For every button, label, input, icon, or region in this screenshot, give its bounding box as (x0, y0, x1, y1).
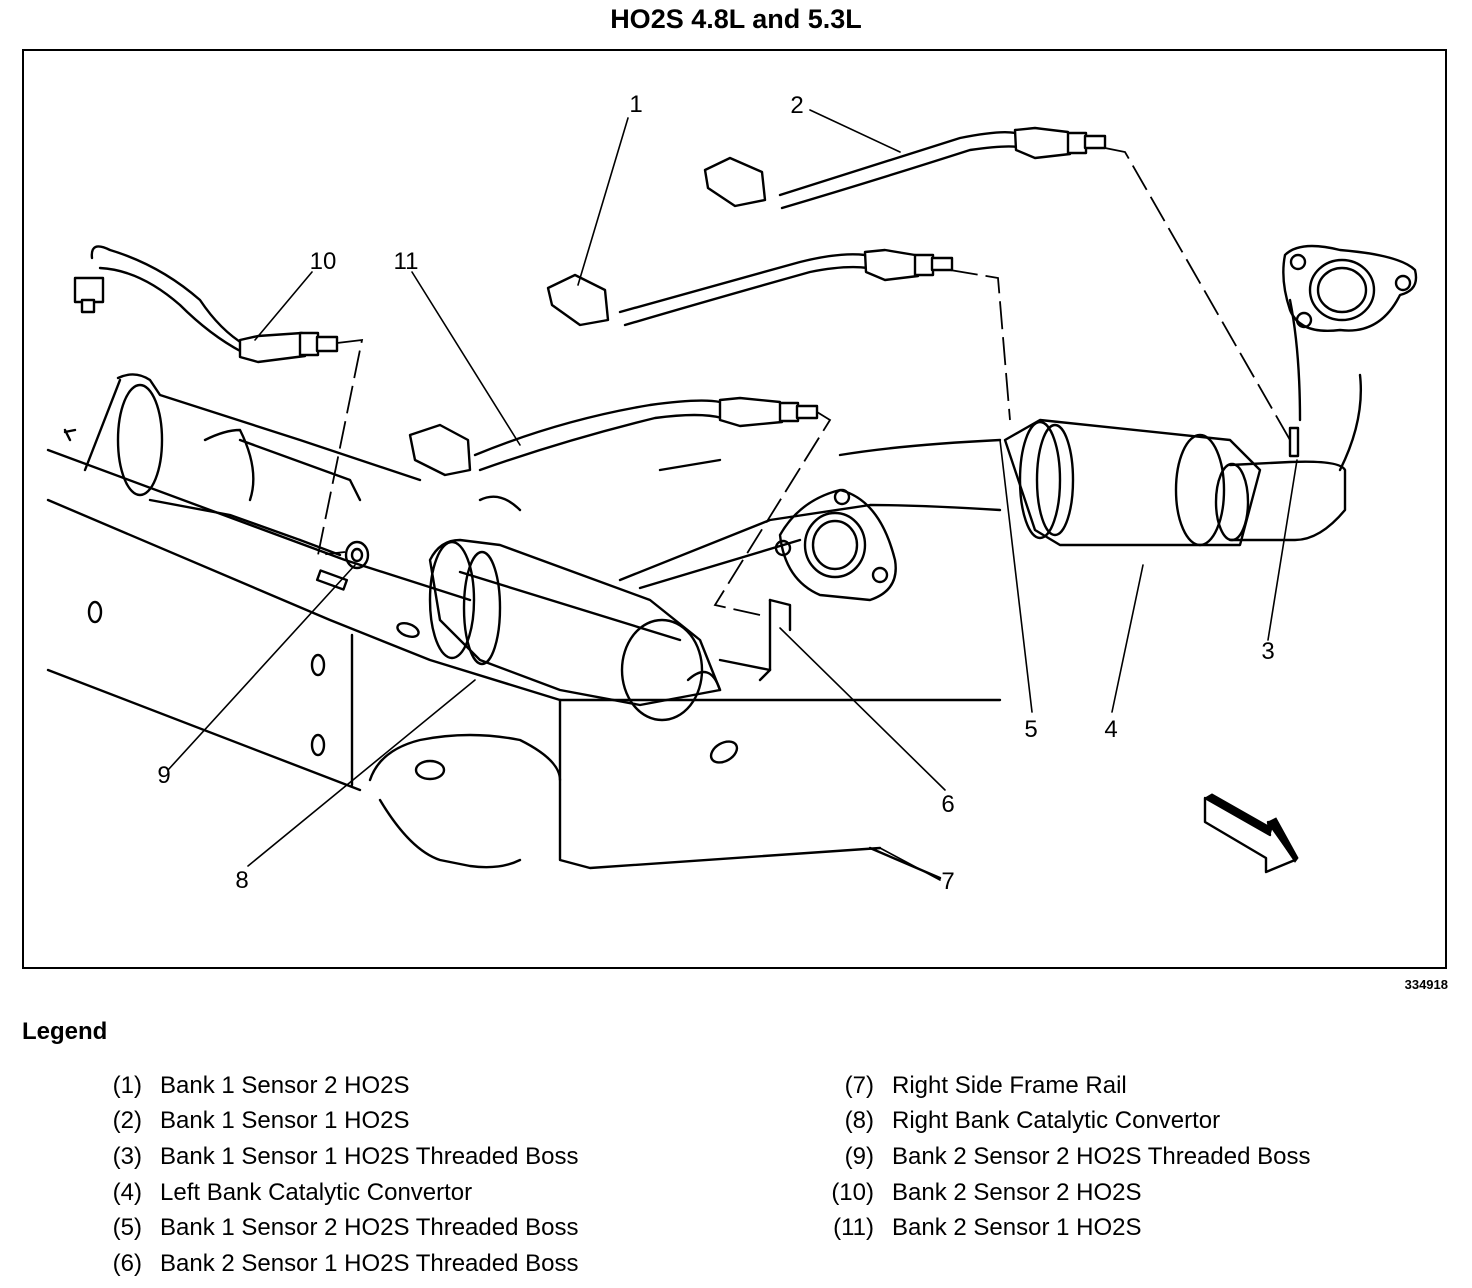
legend-item: (5) Bank 1 Sensor 2 HO2S Threaded Boss (86, 1210, 579, 1246)
bank2-sensor2-threaded-boss (344, 540, 370, 570)
legend-title: Legend (22, 1018, 108, 1045)
arrow-forward-icon (1203, 793, 1299, 874)
legend-item: (9) Bank 2 Sensor 2 HO2S Threaded Boss (818, 1139, 1311, 1175)
legend-item: (8) Right Bank Catalytic Convertor (818, 1104, 1310, 1140)
legend-number: (1) (112, 1071, 142, 1099)
legend-number: (5) (112, 1214, 142, 1242)
callout-10: 10 (309, 248, 337, 275)
diagram-title: HO2S 4.8L and 5.3L (610, 4, 862, 34)
legend-label: Bank 2 Sensor 2 HO2S Threaded Boss (892, 1142, 1311, 1170)
legend-column-left: (1) Bank 1 Sensor 2 HO2S (2) Bank 1 Sensor… (86, 1068, 579, 1282)
legend-item: (6) Bank 2 Sensor 1 HO2S Threaded Boss (86, 1246, 579, 1282)
legend-number: (3) (112, 1142, 142, 1170)
callout-4: 4 (1104, 716, 1118, 743)
legend-label: Bank 2 Sensor 1 HO2S (892, 1214, 1142, 1242)
legend-item: (4) Left Bank Catalytic Convertor (86, 1175, 578, 1211)
callout-8: 8 (235, 867, 249, 894)
left-bank-catalytic-convertor (618, 244, 1418, 590)
callout-6: 6 (941, 791, 955, 818)
illustration-frame (22, 49, 1447, 969)
bank2-sensor2-ho2s (73, 245, 339, 364)
legend-item: (7) Right Side Frame Rail (818, 1068, 1310, 1104)
legend-item: (11) Bank 2 Sensor 1 HO2S (818, 1210, 1310, 1246)
callout-2: 2 (790, 92, 804, 119)
bank2-sensor1-ho2s (408, 396, 819, 477)
leader-lines (167, 109, 1298, 881)
bank1-sensor1-ho2s (703, 126, 1107, 210)
callout-11: 11 (393, 248, 419, 275)
right-bank-flange (718, 488, 897, 682)
legend-label: Right Bank Catalytic Convertor (892, 1107, 1221, 1135)
legend-number: (6) (112, 1249, 142, 1277)
legend-number: (2) (112, 1107, 142, 1135)
legend-label: Right Side Frame Rail (892, 1071, 1127, 1099)
callout-3: 3 (1261, 638, 1275, 665)
legend-label: Bank 1 Sensor 1 HO2S (160, 1107, 410, 1135)
figure-id: 334918 (1404, 977, 1448, 992)
legend-number: (10) (831, 1178, 874, 1206)
legend-label: Bank 1 Sensor 2 HO2S (160, 1071, 410, 1099)
legend-number: (11) (833, 1214, 874, 1242)
legend-item: (10) Bank 2 Sensor 2 HO2S (818, 1175, 1310, 1211)
bank1-sensor2-ho2s (546, 248, 954, 327)
legend-item: (2) Bank 1 Sensor 1 HO2S (86, 1104, 578, 1140)
legend-number: (7) (844, 1071, 874, 1099)
legend-label: Bank 2 Sensor 2 HO2S (892, 1178, 1142, 1206)
legend-label: Left Bank Catalytic Convertor (160, 1178, 473, 1206)
legend-item: (3) Bank 1 Sensor 1 HO2S Threaded Boss (86, 1139, 579, 1175)
legend-number: (4) (112, 1178, 142, 1206)
legend-number: (8) (844, 1107, 874, 1135)
legend-label: Bank 1 Sensor 2 HO2S Threaded Boss (160, 1214, 579, 1242)
legend-item: (1) Bank 1 Sensor 2 HO2S (86, 1068, 578, 1104)
callout-5: 5 (1024, 716, 1038, 743)
callout-7: 7 (941, 868, 955, 895)
legend-label: Bank 1 Sensor 1 HO2S Threaded Boss (160, 1142, 579, 1170)
right-side-frame-rail (46, 448, 1002, 880)
callout-1: 1 (629, 91, 643, 118)
callout-9: 9 (157, 762, 171, 789)
legend-column-right: (7) Right Side Frame Rail (8) Right Bank C… (818, 1068, 1310, 1246)
legend-number: (9) (844, 1142, 874, 1170)
legend-label: Bank 2 Sensor 1 HO2S Threaded Boss (160, 1249, 579, 1277)
